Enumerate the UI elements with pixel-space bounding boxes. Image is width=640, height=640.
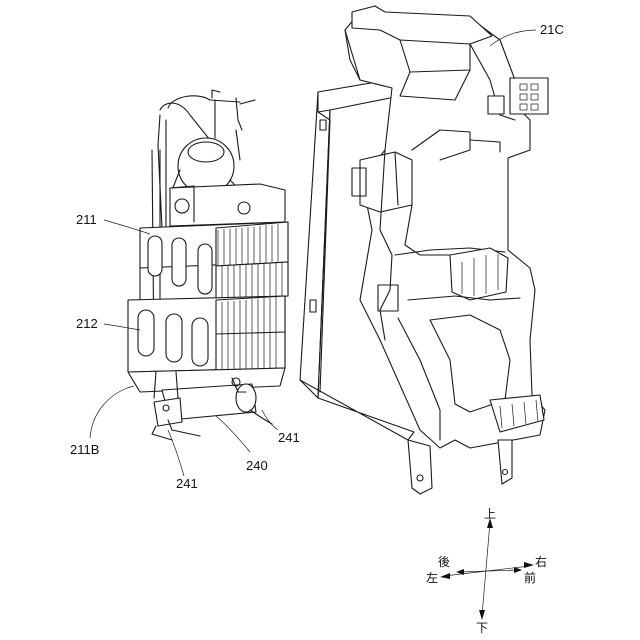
label-241-left: 241 xyxy=(176,476,198,491)
housing-21c xyxy=(300,6,548,494)
compass-left: 左 xyxy=(426,570,438,585)
label-241-right: 241 xyxy=(278,430,300,445)
label-211: 211 xyxy=(76,212,97,227)
label-212: 212 xyxy=(76,316,98,331)
label-240: 240 xyxy=(246,458,268,473)
compass-right: 右 xyxy=(535,554,547,569)
heat-exchanger-assembly xyxy=(128,90,288,440)
compass-front: 前 xyxy=(524,570,536,585)
label-211b: 211B xyxy=(70,442,99,457)
compass-down: 下 xyxy=(476,621,488,635)
compass-back: 後 xyxy=(438,555,450,569)
label-21c: 21C xyxy=(540,22,564,37)
orientation-compass: 上 下 後 左 右 前 xyxy=(426,507,547,635)
compass-up: 上 xyxy=(484,507,496,521)
